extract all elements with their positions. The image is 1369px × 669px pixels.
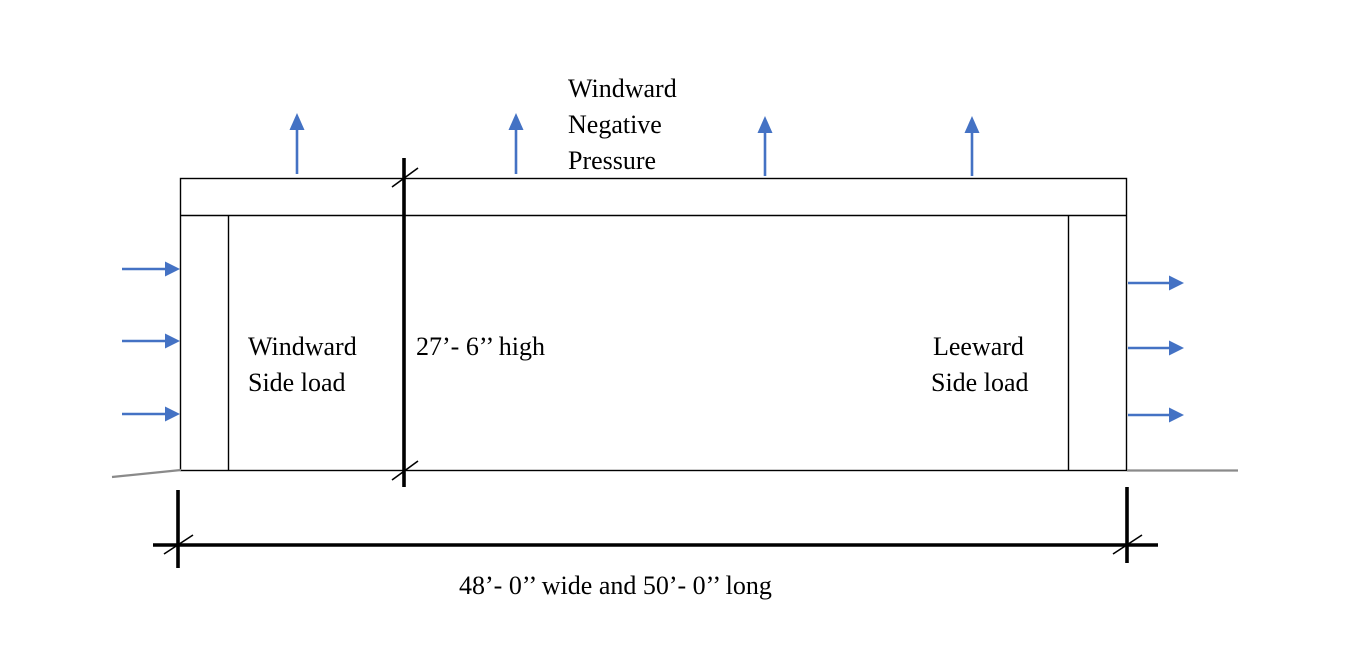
diagram-labels: Windward Negative Pressure Windward Side… (248, 74, 1029, 600)
leeward-arrow (1128, 407, 1184, 423)
ground (111, 468, 1238, 479)
arrow-head-up (508, 113, 524, 130)
leeward-side-load-label-line1: Leeward (933, 332, 1024, 361)
leeward-side-load-label-line2: Side load (931, 368, 1029, 397)
tick-slash-width-right (1112, 534, 1143, 555)
arrow-head-right (1169, 340, 1184, 356)
dimension-lines (153, 158, 1158, 568)
tick-slash-height-bottom (391, 460, 419, 481)
arrow-head-up (964, 116, 980, 133)
height-dimension-label: 27’- 6’’ high (416, 332, 545, 361)
wind-arrows (122, 113, 1184, 423)
windward-side-load-label-line1: Windward (248, 332, 357, 361)
arrow-head-up (757, 116, 773, 133)
arrow-head-up (289, 113, 305, 130)
arrow-head-right (1169, 407, 1184, 423)
windward-side-load-label-line2: Side load (248, 368, 346, 397)
arrow-head-right (165, 406, 180, 422)
windward-arrow (122, 261, 180, 277)
building-structure (179, 177, 1128, 472)
leeward-arrow (1128, 275, 1184, 291)
uplift-pressure-label-line1: Windward (568, 74, 677, 103)
ground-line-left (111, 468, 182, 479)
uplift-arrow (289, 113, 305, 174)
arrow-head-right (165, 261, 180, 277)
windward-arrow (122, 333, 180, 349)
uplift-pressure-label-line2: Negative (568, 110, 662, 139)
arrow-head-right (165, 333, 180, 349)
building-outline (179, 177, 1128, 472)
tick-slash-width-left (163, 534, 194, 555)
uplift-arrow (757, 116, 773, 176)
uplift-arrow (508, 113, 524, 174)
arrow-head-right (1169, 275, 1184, 291)
windward-arrow (122, 406, 180, 422)
uplift-pressure-label-line3: Pressure (568, 146, 656, 175)
plan-dimension-label: 48’- 0’’ wide and 50’- 0’’ long (459, 571, 772, 600)
uplift-arrow (964, 116, 980, 176)
leeward-arrow (1128, 340, 1184, 356)
tick-slash-height-top (391, 167, 419, 188)
